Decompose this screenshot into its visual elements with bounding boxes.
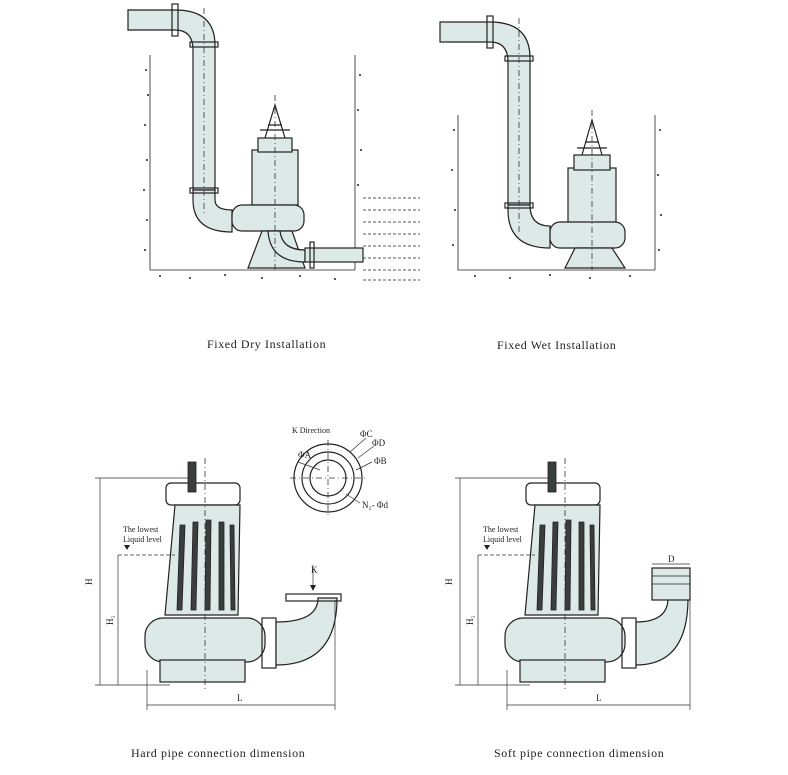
soft-lifting-handle — [525, 482, 601, 506]
hard-lowest-level-label-1: The lowest — [123, 525, 159, 534]
dry-elbow — [192, 189, 233, 233]
dry-pump-volute — [231, 204, 305, 232]
k-phi-b-label: ΦB — [374, 456, 387, 466]
fixed-dry-installation-caption: Fixed Dry Installation — [207, 337, 327, 351]
soft-dim-h1-label: H₁ — [465, 615, 475, 625]
hard-lifting-eye — [187, 461, 197, 493]
soft-dim-d-label: D — [668, 554, 675, 564]
hard-dim-h-label: H — [84, 578, 94, 585]
k-direction-title: K Direction — [292, 426, 330, 435]
k-phi-c-label: ΦC — [360, 429, 373, 439]
dry-pit-soil-dots — [143, 69, 362, 280]
soft-outlet-elbow — [635, 597, 689, 666]
wet-top-flange — [486, 15, 494, 49]
k-phi-d-label: ΦD — [372, 438, 386, 448]
hard-pipe-pump-drawing — [95, 458, 342, 710]
soft-dim-h-label: H — [444, 578, 454, 585]
hard-pipe-caption: Hard pipe connection dimension — [131, 746, 306, 760]
soft-pump-base — [519, 659, 606, 683]
hard-cooling-fins — [176, 519, 236, 611]
k-phi-a-label: ΦA — [298, 450, 312, 460]
k-leader-c — [349, 437, 367, 453]
soft-dim-l-label: L — [596, 693, 602, 703]
k-flange-bolt-circle — [301, 451, 355, 505]
dry-suction-pipe — [304, 247, 364, 263]
fixed-wet-installation-caption: Fixed Wet Installation — [497, 338, 617, 352]
wet-pit-soil-dots — [451, 129, 662, 279]
dry-top-flange — [171, 3, 179, 37]
hard-outlet-elbow — [275, 597, 338, 666]
hard-k-arrow-head — [310, 585, 316, 591]
wet-discharge-pipe — [439, 21, 531, 206]
hard-k-flange — [285, 593, 342, 602]
dry-suction-flange — [309, 241, 315, 269]
dry-discharge-pipe-top — [127, 9, 216, 191]
hard-dim-l-label: L — [237, 693, 243, 703]
hard-motor-housing — [164, 504, 241, 616]
soft-motor-housing — [524, 504, 601, 616]
k-n2-phi-d-label: N₂- Φd — [362, 500, 388, 510]
k-leader-d — [357, 445, 375, 459]
soft-pipe-pump-drawing — [455, 458, 691, 710]
k-leader-n2d — [345, 493, 361, 504]
hard-dim-h1-label: H₁ — [105, 615, 115, 625]
soft-lowest-level-marker — [484, 545, 490, 550]
fixed-dry-installation-drawing — [127, 3, 420, 281]
wet-elbow — [507, 204, 551, 249]
wet-pump-base — [564, 247, 627, 269]
k-leader-a — [297, 461, 321, 471]
soft-cooling-fins — [536, 519, 596, 611]
soft-lowest-level-label-1: The lowest — [483, 525, 519, 534]
soft-pipe-caption: Soft pipe connection dimension — [494, 746, 665, 760]
soft-lifting-eye — [547, 461, 557, 493]
hard-pump-base — [159, 659, 246, 683]
k-flange-bore — [309, 459, 347, 497]
hard-lowest-level-label-2: Liquid level — [123, 535, 163, 544]
hard-lowest-level-marker — [124, 545, 130, 550]
dry-wet-well-water — [363, 197, 420, 281]
hard-k-label: K — [311, 565, 318, 575]
fixed-wet-installation-drawing — [439, 15, 662, 279]
wet-pump-volute — [549, 221, 626, 249]
hard-lifting-handle — [165, 482, 241, 506]
soft-lowest-level-label-2: Liquid level — [483, 535, 523, 544]
k-direction-detail — [290, 437, 375, 516]
k-leader-b — [355, 461, 373, 471]
